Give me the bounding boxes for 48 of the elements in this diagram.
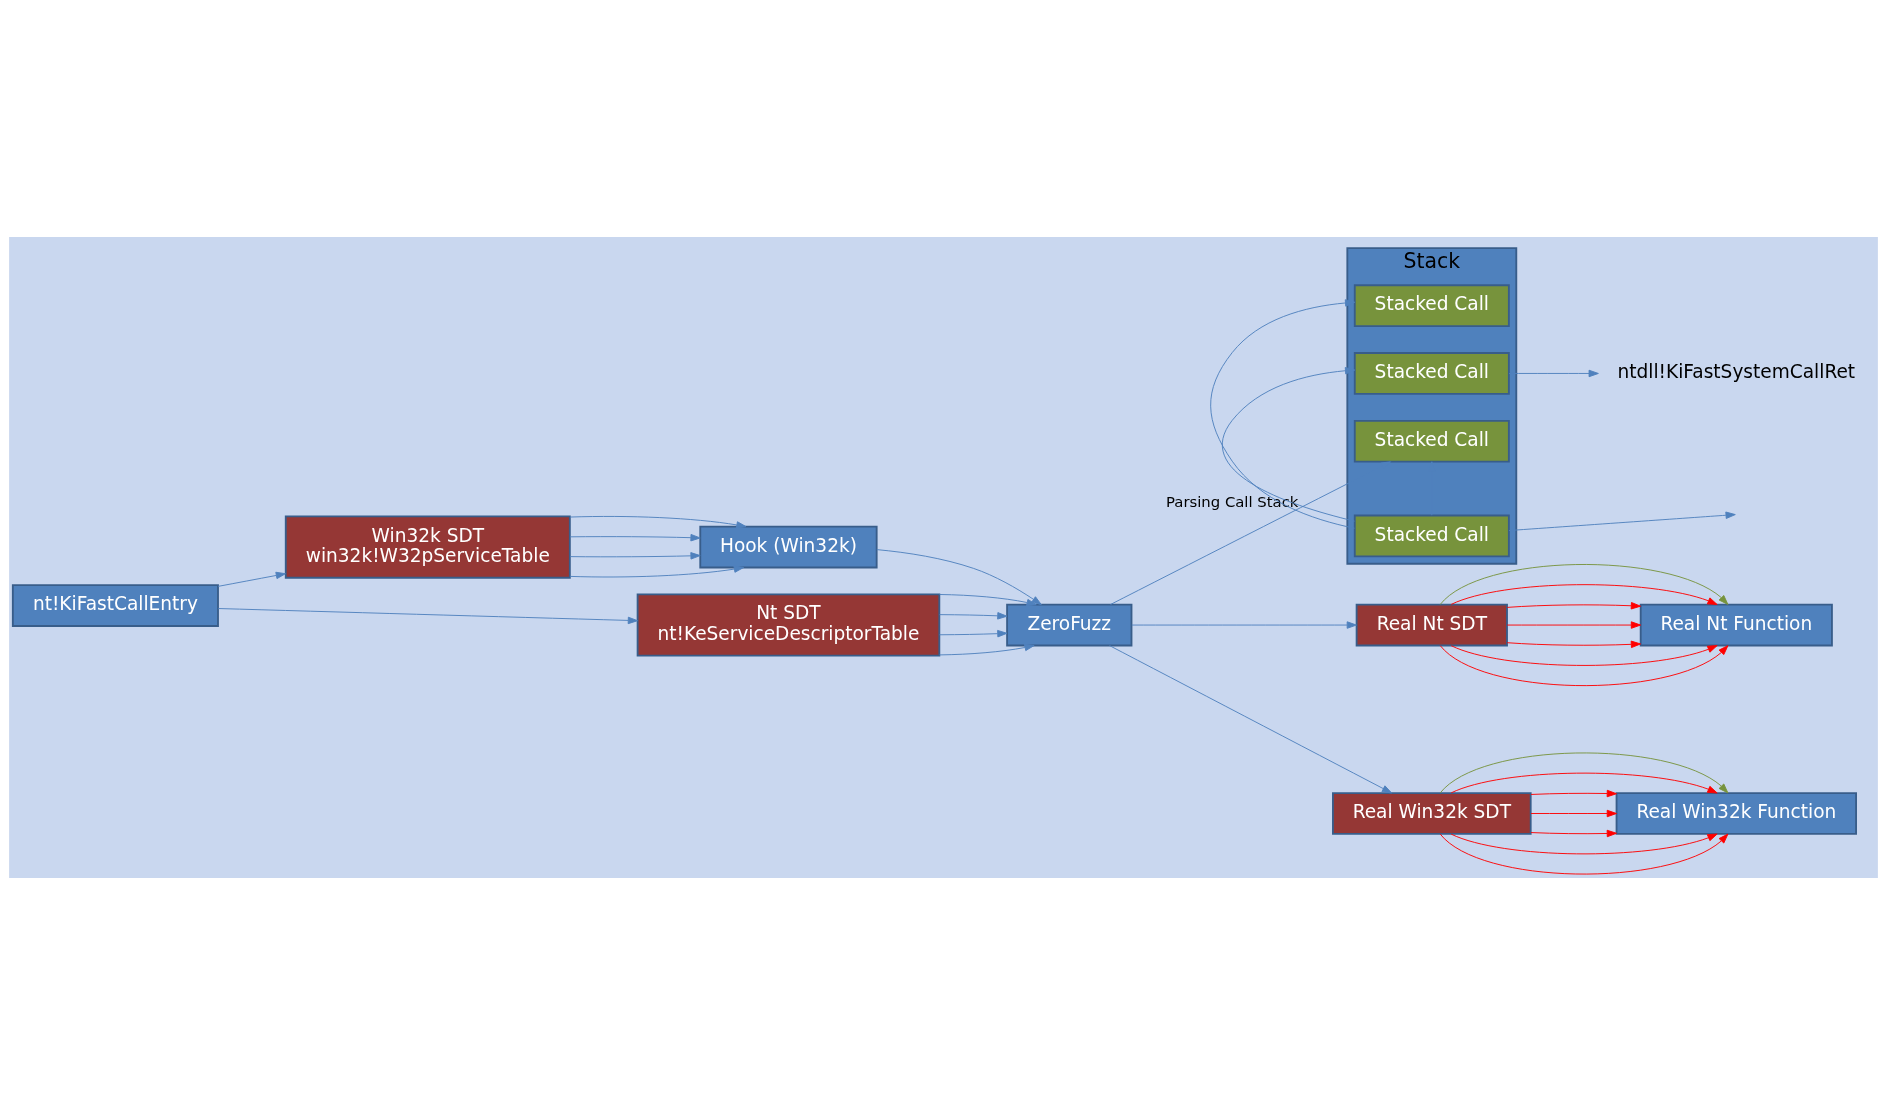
arrow: [1450, 833, 1718, 855]
node-box: Stacked Call: [1353, 419, 1510, 463]
arrow: [1109, 645, 1393, 794]
arrow: [1506, 640, 1642, 649]
arrow: [1530, 829, 1617, 838]
node-box: Win32k SDT win32k!W32pServiceTable: [284, 515, 571, 579]
node-box: Real Win32k SDT: [1332, 792, 1532, 835]
arrow: [939, 594, 1037, 607]
arrow: [569, 552, 701, 560]
arrow: [1428, 461, 1436, 516]
arrow: [1450, 645, 1718, 666]
arrow: [217, 571, 286, 587]
node-box: Real Win32k Function: [1615, 792, 1857, 835]
arrow: [1131, 621, 1357, 629]
node-box: Nt SDT nt!KeServiceDescriptorTable: [636, 593, 941, 657]
arrow: [569, 533, 701, 542]
arrow: [1508, 511, 1736, 531]
arrow: [217, 608, 638, 625]
arrow: [1110, 461, 1391, 605]
arrow: [1439, 833, 1729, 875]
arrow: [1450, 772, 1718, 794]
edge-label: Parsing Call Stack: [1166, 492, 1299, 511]
arrow: [1530, 789, 1617, 798]
node-box: Stacked Call: [1353, 352, 1510, 395]
arrow: [569, 565, 745, 578]
node-text: ntdll!KiFastSystemCallRet: [1617, 361, 1856, 383]
arrow: [876, 549, 1042, 606]
arrow: [1439, 645, 1729, 686]
arrow: [1210, 299, 1356, 529]
arrow: [569, 516, 747, 529]
arrow: [939, 643, 1035, 656]
arrow: [1439, 752, 1729, 794]
node-box: Stacked Call: [1353, 284, 1510, 328]
node-box: Real Nt Function: [1639, 603, 1833, 647]
node-box: Stacked Call: [1353, 514, 1510, 558]
arrow: [1506, 621, 1642, 629]
arrow: [1530, 809, 1617, 818]
node-box: nt!KiFastCallEntry: [11, 584, 219, 627]
node-box: Hook (Win32k): [699, 525, 878, 569]
arrow: [1439, 564, 1729, 605]
arrow: [939, 629, 1008, 638]
arrow: [1508, 369, 1599, 378]
arrow: [939, 612, 1008, 620]
arrow: [1450, 584, 1718, 605]
node-box: Real Nt SDT: [1355, 603, 1508, 647]
arrow: [1506, 602, 1642, 610]
node-box: ZeroFuzz: [1006, 603, 1133, 647]
arrow: [1221, 367, 1356, 522]
